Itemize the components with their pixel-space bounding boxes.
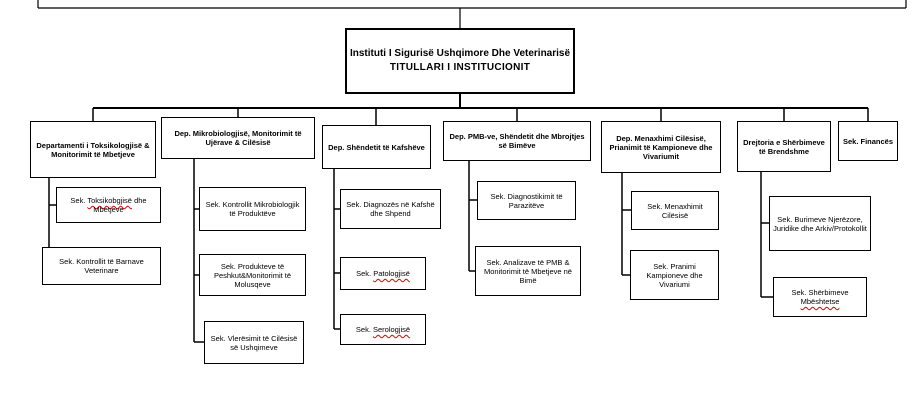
label-text: Sek. — [355, 325, 373, 334]
sek-toksikologjise-mbetjeve-label: Sek. Toksikobgjisë dhe Mbetjeve — [59, 196, 158, 214]
sek-analizave-pmb-label: Sek. Analizave të PMB & Monitorimit të M… — [484, 257, 572, 285]
sek-menaxhimit-cilesise-box: Sek. Menaxhimit Cilësisë — [631, 191, 719, 230]
sek-sherbimeve-mbeshtetse-box: Sek. Shërbimeve Mbështetse — [773, 277, 867, 317]
dept-menaxhimi-cilesise-box: Dep. Menaxhimi Cilësisë, Prianimit të Ka… — [601, 121, 721, 173]
sek-kontrollit-mikrobiologjik-label: Sek. Kontrollit Mikrobiologjik të Produk… — [205, 200, 300, 218]
dept-menaxhimi-cilesise-label: Dep. Menaxhimi Cilësisë, Prianimit të Ka… — [609, 133, 713, 161]
head-of-institution-title: TITULLARI I INSTITUCIONIT — [389, 62, 531, 73]
sek-produkteve-peshkut-label: Sek. Produkteve të Peshkut&Monitorimit t… — [213, 261, 292, 289]
sek-toksikologjise-mbetjeve-box: Sek. Toksikobgjisë dhe Mbetjeve — [56, 187, 161, 223]
sek-diagnozes-box: Sek. Diagnozës në Kafshë dhe Shpend — [340, 189, 441, 229]
sek-kontrollit-barnave-label: Sek. Kontrollit të Barnave Veterinare — [59, 257, 144, 275]
sek-diagnozes-label: Sek. Diagnozës në Kafshë dhe Shpend — [346, 200, 435, 218]
sek-finances-label: Sek. Financës — [842, 136, 894, 146]
label-text: dhe Mbetjeve — [93, 196, 147, 214]
dept-pmb-label: Dep. PMB-ve, Shëndetit dhe Mbrojtjes së … — [449, 132, 585, 150]
sek-menaxhimit-cilesise-label: Sek. Menaxhimit Cilësisë — [647, 201, 703, 220]
sek-pranimi-kampioneve-box: Sek. Pranimi Kampioneve dhe Vivariumi — [630, 250, 719, 300]
sek-produkteve-peshkut-box: Sek. Produkteve të Peshkut&Monitorimit t… — [199, 254, 306, 296]
sek-kontrollit-mikrobiologjik-box: Sek. Kontrollit Mikrobiologjik të Produk… — [199, 187, 306, 231]
drejtoria-sherbimeve-label: Drejtoria e Shërbimeve të Brendshme — [743, 137, 825, 156]
sek-patologjise-box: Sek. Patologjisë — [340, 257, 426, 290]
dept-mikrobiologjise-box: Dep. Mikrobiologjisë, Monitorimit të Ujë… — [161, 117, 315, 159]
dept-toksikologjise-label: Departamenti i Toksikologjisë & Monitori… — [36, 140, 150, 159]
dept-shendetit-kafsheve-box: Dep. Shëndetit të Kafshëve — [322, 125, 431, 169]
dept-shendetit-kafsheve-label: Dep. Shëndetit të Kafshëve — [328, 142, 425, 152]
sek-pranimi-kampioneve-label: Sek. Pranimi Kampioneve dhe Vivariumi — [646, 261, 703, 289]
drejtoria-sherbimeve-box: Drejtoria e Shërbimeve të Brendshme — [737, 121, 831, 172]
sek-analizave-pmb-box: Sek. Analizave të PMB & Monitorimit të M… — [475, 246, 581, 296]
label-text: Sek. — [356, 269, 374, 278]
sek-diagnostikimit-paraziteve-box: Sek. Diagnostikimit të Parazitëve — [477, 181, 576, 220]
misspelled-word: Serologjisë — [372, 325, 411, 334]
misspelled-word: Mbështetse — [800, 297, 840, 306]
sek-sherbimeve-mbeshtetse-label: Sek. Shërbimeve Mbështetse — [776, 288, 864, 306]
sek-burimeve-njerezore-box: Sek. Burimeve Njerëzore, Juridike dhe Ar… — [769, 196, 871, 251]
dept-mikrobiologjise-label: Dep. Mikrobiologjisë, Monitorimit të Ujë… — [174, 129, 302, 147]
misspelled-word: Patologjisë — [373, 269, 410, 278]
sek-kontrollit-barnave-box: Sek. Kontrollit të Barnave Veterinare — [42, 247, 161, 285]
dept-toksikologjise-box: Departamenti i Toksikologjisë & Monitori… — [30, 121, 156, 178]
sek-burimeve-njerezore-label: Sek. Burimeve Njerëzore, Juridike dhe Ar… — [773, 214, 867, 233]
sek-serologjise-label: Sek. Serologjisë — [356, 325, 410, 334]
sek-serologjise-box: Sek. Serologjisë — [340, 314, 426, 345]
institute-title: Instituti I Sigurisë Ushqimore Dhe Veter… — [349, 48, 571, 59]
sek-vleresimit-cilesise-box: Sek. Vlerësimit të Cilësisë së Ushqimeve — [204, 321, 304, 364]
root-box: Instituti I Sigurisë Ushqimore Dhe Veter… — [345, 28, 575, 94]
sek-diagnostikimit-paraziteve-label: Sek. Diagnostikimit të Parazitëve — [490, 191, 563, 210]
label-text: Sek. Shërbimeve — [791, 288, 849, 297]
sek-vleresimit-cilesise-label: Sek. Vlerësimit të Cilësisë së Ushqimeve — [210, 333, 298, 352]
misspelled-word: Toksikobgjisë — [87, 196, 132, 205]
dept-pmb-box: Dep. PMB-ve, Shëndetit dhe Mbrojtjes së … — [443, 121, 591, 161]
sek-finances-box: Sek. Financës — [838, 121, 898, 161]
sek-patologjise-label: Sek. Patologjisë — [356, 269, 410, 278]
label-text: Sek. — [70, 196, 88, 205]
